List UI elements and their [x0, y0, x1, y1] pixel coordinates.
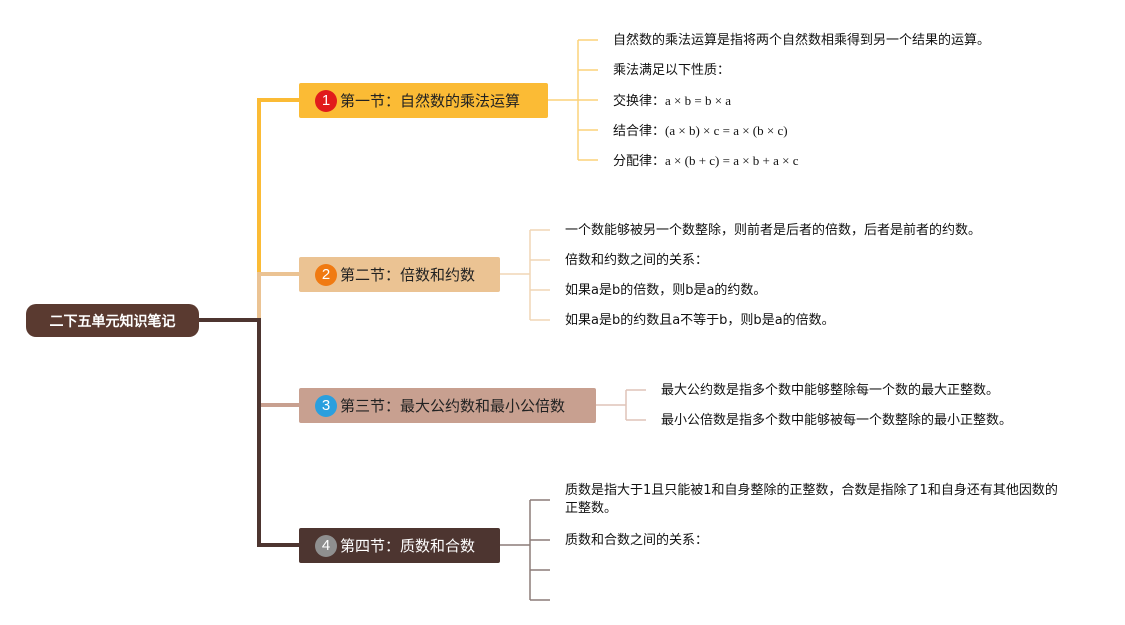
branch-title-section-2: 第二节：倍数和约数: [340, 266, 476, 284]
leaf-2-2[interactable]: 倍数和约数之间的关系：: [565, 253, 709, 268]
leaf-4-2[interactable]: 质数和合数之间的关系：: [565, 533, 709, 548]
leaf-2-1[interactable]: 一个数能够被另一个数整除，则前者是后者的倍数，后者是前者的约数。: [565, 223, 982, 238]
root-node-label: 二下五单元知识笔记: [49, 313, 176, 330]
branch-node-section-4[interactable]: 4 第四节：质数和合数: [299, 528, 500, 563]
branch-node-section-3[interactable]: 3 第三节：最大公约数和最小公倍数: [299, 388, 596, 423]
connector-root-branch-2: [199, 272, 299, 322]
leaf-3-1[interactable]: 最大公约数是指多个数中能够整除每一个数的最大正整数。: [661, 383, 1000, 398]
leaf-1-2[interactable]: 乘法满足以下性质：: [613, 63, 731, 78]
leaf-1-3-label: 交换律：: [613, 94, 666, 109]
leaf-1-4-label: 结合律：: [613, 124, 666, 139]
number-badge-4: 4: [315, 534, 337, 557]
leaf-2-4[interactable]: 如果a是b的约数且a不等于b，则b是a的倍数。: [565, 313, 835, 328]
number-badge-2: 2: [315, 263, 337, 286]
connector-section-2-leaves: [500, 229, 550, 321]
branch-node-section-2[interactable]: 2 第二节：倍数和约数: [299, 257, 500, 292]
leaf-1-5[interactable]: 分配律：a × (b + c) = a × b + a × c: [613, 152, 799, 171]
connector-section-4-leaves: [500, 499, 550, 601]
connector-section-1-leaves: [548, 39, 598, 161]
leaf-1-5-label: 分配律：: [613, 154, 666, 169]
root-node[interactable]: 二下五单元知识笔记: [26, 304, 199, 337]
leaf-1-3[interactable]: 交换律：a × b = b × a: [613, 92, 731, 111]
leaf-3-2[interactable]: 最小公倍数是指多个数中能够被每一个数整除的最小正整数。: [661, 413, 1013, 428]
connector-root-branch-1: [199, 98, 299, 322]
branch-title-section-4: 第四节：质数和合数: [340, 537, 476, 555]
leaf-1-4-formula: (a × b) × c = a × (b × c): [665, 123, 788, 138]
leaf-1-3-formula: a × b = b × a: [665, 93, 732, 108]
branch-title-section-1: 第一节：自然数的乘法运算: [340, 92, 521, 110]
connector-root-branch-3: [199, 318, 299, 407]
leaf-1-5-formula: a × (b + c) = a × b + a × c: [665, 153, 799, 168]
leaf-4-1[interactable]: 质数是指大于1且只能被1和自身整除的正整数，合数是指除了1和自身还有其他因数的正…: [565, 483, 1058, 516]
leaf-1-4[interactable]: 结合律：(a × b) × c = a × (b × c): [613, 122, 788, 141]
number-badge-1: 1: [315, 89, 337, 112]
number-badge-3: 3: [315, 394, 337, 417]
leaf-1-1[interactable]: 自然数的乘法运算是指将两个自然数相乘得到另一个结果的运算。: [613, 33, 991, 48]
branch-title-section-3: 第三节：最大公约数和最小公倍数: [340, 397, 566, 415]
branch-node-section-1[interactable]: 1 第一节：自然数的乘法运算: [299, 83, 548, 118]
leaf-2-3[interactable]: 如果a是b的倍数，则b是a的约数。: [565, 283, 767, 298]
connector-section-3-leaves: [596, 389, 646, 421]
connector-root-branch-4: [199, 318, 299, 547]
